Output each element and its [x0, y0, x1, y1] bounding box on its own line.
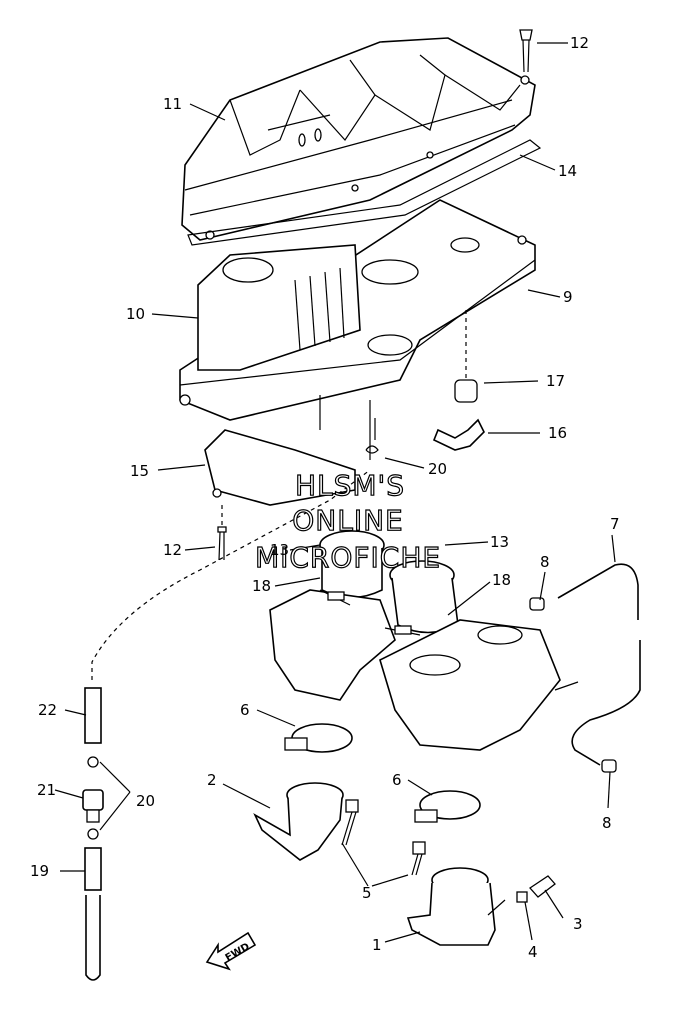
label-part-6-lower: 6: [392, 771, 402, 789]
label-part-18-right: 18: [492, 571, 511, 589]
label-part-2: 2: [207, 771, 217, 789]
label-part-21: 21: [37, 781, 56, 799]
label-part-17: 17: [546, 372, 565, 390]
label-part-8-upper: 8: [540, 553, 550, 571]
label-part-7: 7: [610, 515, 620, 533]
label-part-20-lower: 20: [136, 792, 155, 810]
watermark-line-3: MICROFICHE: [255, 541, 441, 574]
watermark: HLSM'S ONLINE MICROFICHE: [254, 468, 441, 574]
label-part-13-right: 13: [490, 533, 509, 551]
clip: [516, 891, 528, 903]
label-part-14: 14: [558, 162, 577, 180]
air-cleaner-cover: [181, 37, 536, 241]
label-part-11: 11: [163, 95, 182, 113]
label-part-6-upper: 6: [240, 701, 250, 719]
label-part-4: 4: [528, 943, 538, 961]
case-bottom-cover: [204, 395, 371, 506]
cap: [529, 875, 556, 898]
intake-manifold-2: [253, 782, 344, 861]
label-part-8-lower: 8: [602, 814, 612, 832]
label-part-5: 5: [362, 884, 372, 902]
bolt-upper: [341, 799, 359, 846]
clamp-screw-right: [384, 625, 421, 636]
screw-left: [217, 505, 227, 561]
forward-arrow: FWD: [205, 931, 257, 971]
gasket: [187, 139, 542, 246]
clamp-band-upper: [284, 723, 353, 753]
label-part-12-top: 12: [570, 34, 589, 52]
drain-hose-elbow: [432, 418, 485, 451]
watermark-line-1: HLSM'S: [295, 469, 405, 502]
label-part-13-left: 13: [270, 541, 289, 559]
hose-clip-lower: [601, 759, 617, 773]
label-part-9: 9: [563, 288, 573, 306]
label-part-1: 1: [372, 936, 382, 954]
label-part-15: 15: [130, 462, 149, 480]
breather-line: [82, 418, 379, 981]
label-part-10: 10: [126, 305, 145, 323]
part-labels: 12 11 14 9 10 17 16 15 20 7 12 13 13 8 1…: [30, 34, 620, 961]
carburetor-assembly: [269, 589, 579, 751]
hose-clip-upper: [529, 597, 545, 611]
air-filter-element: [197, 244, 361, 371]
clamp-screw-left: [319, 589, 351, 606]
label-part-18-left: 18: [252, 577, 271, 595]
watermark-line-2: ONLINE: [292, 504, 403, 537]
screw-top: [519, 29, 533, 73]
label-part-3: 3: [573, 915, 583, 933]
leader-lines: [54, 42, 616, 943]
label-part-22: 22: [38, 701, 57, 719]
label-part-20-upper: 20: [428, 460, 447, 478]
label-part-16: 16: [548, 424, 567, 442]
clamp-band-lower: [414, 790, 481, 823]
bolt-lower: [411, 841, 426, 876]
label-part-12-left: 12: [163, 541, 182, 559]
drain-grommet: [454, 310, 478, 403]
intake-manifold-1: [406, 867, 506, 946]
vent-hose: [557, 563, 641, 766]
label-part-19: 19: [30, 862, 49, 880]
